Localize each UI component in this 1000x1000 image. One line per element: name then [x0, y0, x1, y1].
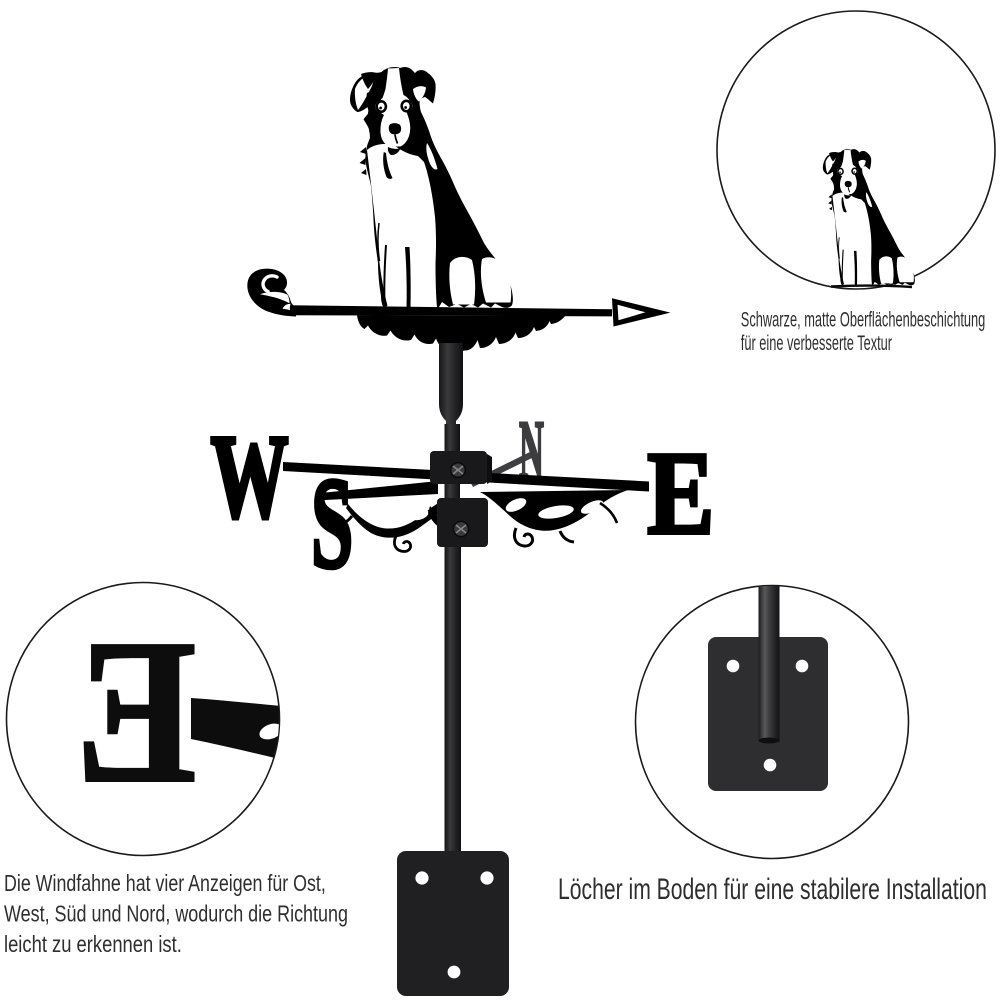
svg-text:E: E — [647, 427, 714, 559]
svg-text:W: W — [211, 409, 289, 542]
svg-text:Löcher im Boden für eine stabi: Löcher im Boden für eine stabilere Insta… — [558, 873, 987, 905]
svg-text:S: S — [311, 451, 353, 596]
svg-text:Die Windfahne hat vier Anzeige: Die Windfahne hat vier Anzeigen für Ost, — [4, 871, 326, 897]
svg-text:leicht zu erkennen ist.: leicht zu erkennen ist. — [4, 932, 182, 957]
svg-text:West, Süd und Nord, wodurch di: West, Süd und Nord, wodurch die Richtung — [4, 901, 348, 927]
svg-text:für eine verbesserte Textur: für eine verbesserte Textur — [741, 331, 892, 355]
svg-text:Schwarze, matte Oberflächenbes: Schwarze, matte Oberflächenbeschichtung — [741, 307, 985, 331]
svg-text:E: E — [76, 597, 197, 825]
